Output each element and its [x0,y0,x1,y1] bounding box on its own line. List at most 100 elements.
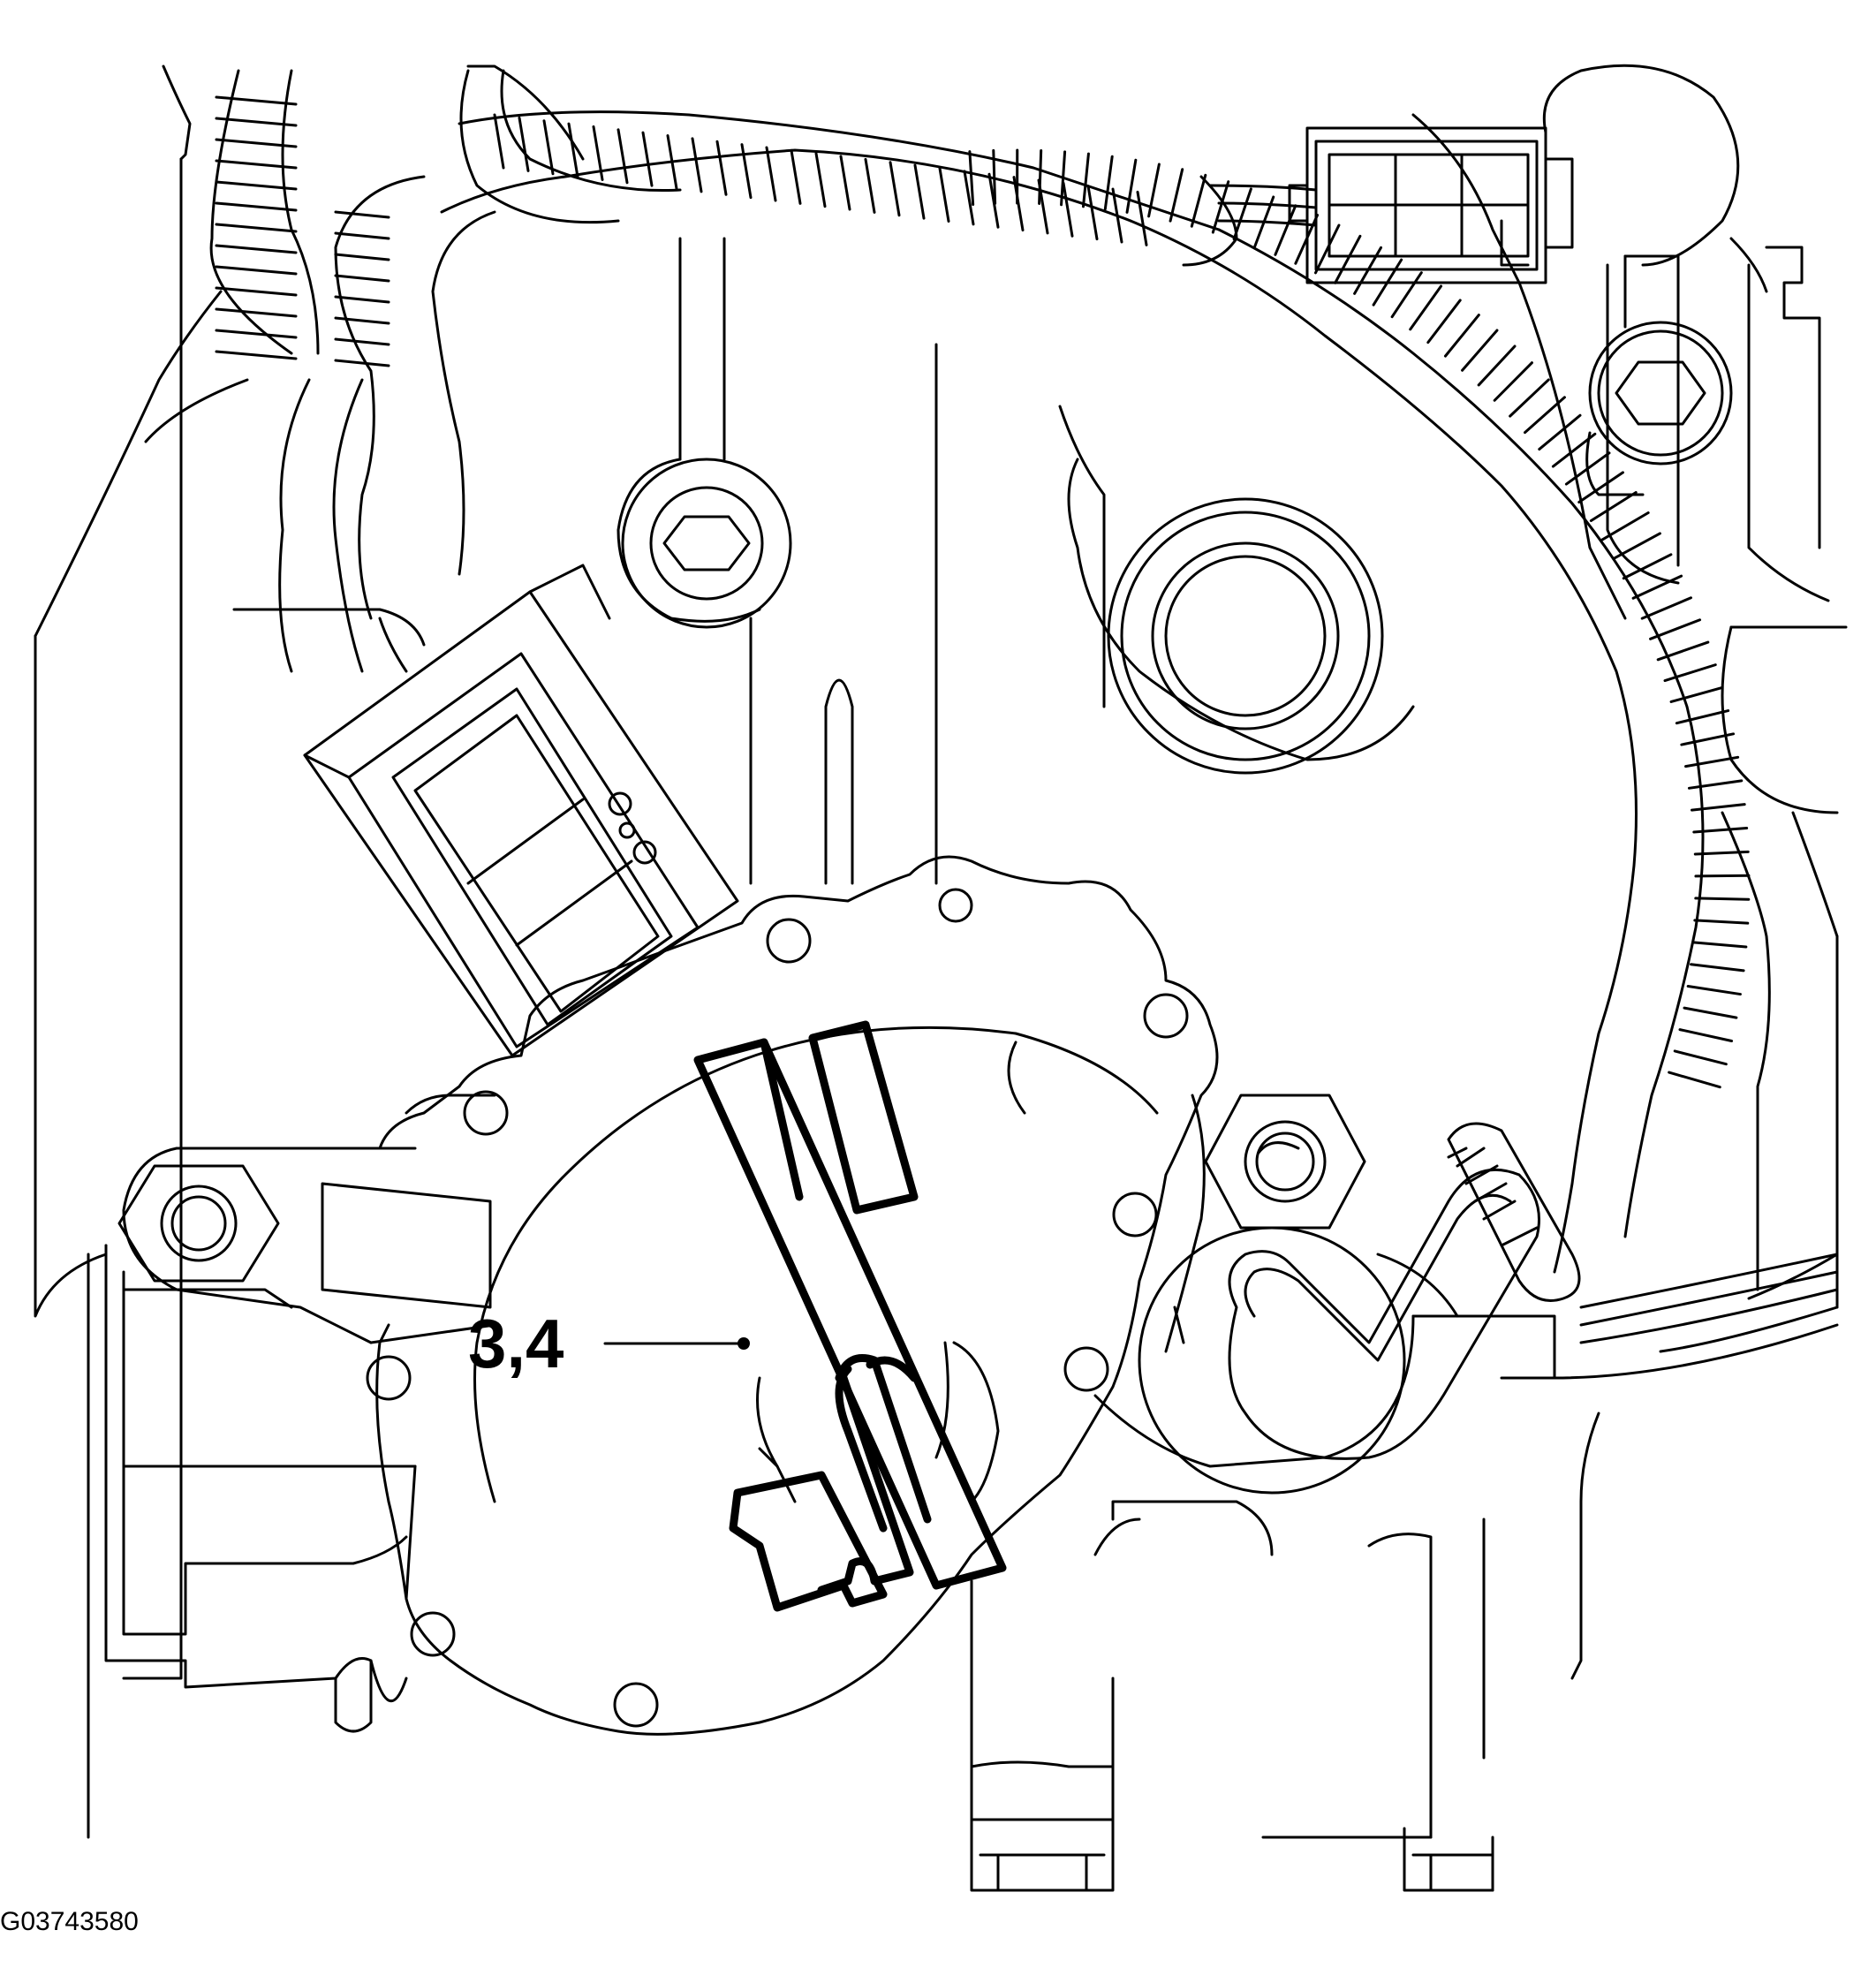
wrap-stripe [1687,779,1744,790]
wrap-stripe [1690,963,1745,973]
wrap-stripe [215,307,298,318]
wrap-stripe [1693,919,1750,925]
wrap-stripe [1443,314,1480,358]
wrap-stripe [1683,1006,1738,1019]
wrap-stripe [1678,1028,1734,1043]
callout-dot [738,1337,750,1350]
wrap-stripe [1686,984,1742,996]
center-slot [824,678,854,885]
wrap-stripe [1111,187,1123,244]
wrap-stripe [617,128,629,185]
wrap-stripe [215,159,298,170]
wrap-stripe [215,138,298,148]
wrap-stripe [1038,148,1043,205]
left-hex-bolt [117,1147,496,1344]
wrap-stripe [1409,284,1443,331]
wrap-stripe [518,116,530,172]
wrap-stripe [1693,850,1750,856]
wrap-stripe [1060,150,1067,207]
wrap-stripe [864,157,876,214]
wrap-stripe [542,119,555,176]
wrap-stripe [1656,640,1710,662]
wrap-stripe [1649,618,1702,640]
wrap-stripe [592,125,604,181]
wrap-stripe [691,137,703,193]
wrap-stripe [334,274,390,283]
wrap-stripe [1062,181,1074,238]
lower-bolts [970,1579,1494,1892]
wrap-stripe [334,253,390,261]
upper-right-boss [1542,64,1740,496]
wrap-stripe [987,172,1000,229]
wrap-stripe [938,166,950,223]
wrap-stripe [334,210,390,219]
wrap-stripe [968,150,975,207]
wrap-stripe [215,180,298,191]
wrap-stripe [889,161,901,217]
wrap-stripe [334,359,390,367]
wrap-stripe [963,170,975,226]
wrap-stripe [913,163,926,220]
wrap-stripe [1493,361,1533,402]
wrap-stripe [1086,185,1099,241]
center-upper-bolt [617,458,792,629]
wrap-stripe [334,316,390,325]
right-hex-bolt [1204,1094,1366,1230]
wrap-stripe [1538,413,1582,451]
wrap-stripe [1675,709,1730,725]
wrap-stripe [1668,1071,1721,1089]
wrap-stripe [765,146,777,202]
wrap-stripe [1232,187,1252,241]
wrap-stripe [1103,155,1114,211]
wrap-stripe [1477,344,1517,387]
wrap-stripe [1577,471,1624,504]
wrap-stripe [215,117,298,127]
wrap-stripe [215,95,298,106]
wrap-stripe [334,337,390,346]
wrap-stripe [215,329,298,339]
wrap-stripe [1692,826,1749,834]
switch-plate [366,855,1219,1736]
wrap-stripe [1147,163,1161,218]
wrap-stripe [1663,663,1717,683]
wrap-stripe [1612,532,1661,561]
wrap-stripe [1274,204,1297,256]
wrap-stripe [567,122,579,178]
wrap-stripe [814,152,827,208]
figure-id: G03743580 [0,1907,139,1936]
right-center-boss [1067,458,1415,775]
wrap-stripe [1169,168,1184,223]
wrap-stripe [1589,490,1638,522]
wrap-stripe [493,113,505,170]
wrap-stripe [1684,755,1740,768]
wrap-stripe [1012,176,1025,232]
wrap-stripe [1669,685,1724,703]
wrap-stripe [1691,803,1746,812]
wrap-stripe [215,350,298,360]
wrap-stripe [334,295,390,304]
wrap-stripe [1622,553,1673,580]
wrap-stripe [1136,190,1148,246]
wrap-stripe [715,140,728,196]
wrap-stripe [1390,271,1423,319]
switch-shaft-detail [756,1341,1000,1503]
upper-connector [1288,126,1574,284]
wrap-stripe [790,148,802,205]
callout: 3,4 [468,1305,750,1382]
wrap-stripe [215,223,298,233]
wrap-stripe [215,244,298,254]
switch-connector [303,564,739,1057]
wrap-stripe [1211,180,1230,234]
wrap-stripe [1253,195,1275,248]
wrap-stripe [1631,574,1683,600]
wrap-stripe [1426,299,1462,344]
wrap-stripe [839,155,851,211]
transmission-housing [34,64,1848,1839]
wrap-stripe [215,265,298,276]
wrap-stripe [1190,173,1207,228]
wrap-stripe [1313,223,1341,275]
lower-bracket [87,1244,417,1839]
wrap-stripe [1037,178,1049,235]
wrap-stripe [1600,511,1650,541]
